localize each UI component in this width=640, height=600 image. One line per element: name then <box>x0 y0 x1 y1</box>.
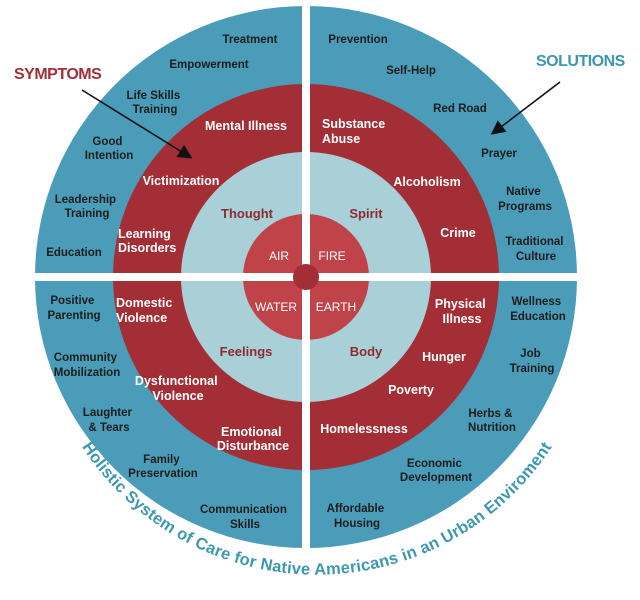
symptoms-callout: SYMPTOMS <box>14 66 102 83</box>
label-hunger: Hunger <box>422 350 466 364</box>
label-communication-skills: Communication Skills <box>200 504 290 531</box>
label-air: AIR <box>269 249 289 263</box>
label-poverty: Poverty <box>388 383 434 397</box>
center-hub <box>293 264 319 290</box>
label-victimization: Victimization <box>143 174 220 188</box>
label-community-mobilization: Community Mobilization <box>54 352 120 379</box>
label-earth: EARTH <box>316 300 356 314</box>
label-learning-disorders: Learning Disorders <box>118 227 176 255</box>
label-self-help: Self-Help <box>386 65 436 77</box>
label-affordable-housing: Affordable Housing <box>327 503 388 530</box>
label-dysfunctional-violence: Dysfunctional Violence <box>135 374 221 403</box>
solutions-arrow <box>490 81 561 135</box>
symptoms-arrow <box>81 89 193 159</box>
label-feelings: Feelings <box>220 344 273 359</box>
label-emotional-disturbance: Emotional Disturbance <box>217 425 289 453</box>
solutions-callout: SOLUTIONS <box>536 53 626 70</box>
label-substance-abuse: Substance Abuse <box>322 117 389 146</box>
label-empowerment: Empowerment <box>169 59 248 71</box>
label-education: Education <box>46 247 102 259</box>
label-red-road: Red Road <box>433 103 487 115</box>
label-leadership-training: Leadership Training <box>55 194 120 220</box>
label-homelessness: Homelessness <box>320 422 408 436</box>
label-fire: FIRE <box>318 249 345 263</box>
label-wellness-education: Wellness Education <box>510 296 566 323</box>
label-physical-illness: Physical Illness <box>435 297 489 326</box>
label-spirit: Spirit <box>349 206 383 221</box>
label-laughter-tears: Laughter & Tears <box>83 407 135 434</box>
label-prevention: Prevention <box>328 34 387 46</box>
label-native-programs: Native Programs <box>498 186 552 213</box>
label-body: Body <box>350 344 383 359</box>
label-economic-development: Economic Development <box>400 458 472 484</box>
label-positive-parenting: Positive Parenting <box>47 295 100 322</box>
label-treatment: Treatment <box>223 34 278 46</box>
label-alcoholism: Alcoholism <box>393 175 460 189</box>
label-crime: Crime <box>440 226 475 240</box>
label-mental-illness: Mental Illness <box>205 119 287 133</box>
label-thought: Thought <box>221 206 274 221</box>
label-family-preservation: Family Preservation <box>128 454 198 480</box>
label-domestic-violence: Domestic Violence <box>116 296 176 325</box>
label-good-intention: Good Intention <box>85 136 134 162</box>
label-job-training: Job Training <box>510 348 555 375</box>
label-life-skills-training: Life Skills Training <box>127 90 184 116</box>
label-traditional-culture: Traditional Culture <box>505 236 566 263</box>
label-water: WATER <box>255 300 297 314</box>
label-prayer: Prayer <box>481 148 517 160</box>
label-herbs-nutrition: Herbs & Nutrition <box>468 408 516 434</box>
